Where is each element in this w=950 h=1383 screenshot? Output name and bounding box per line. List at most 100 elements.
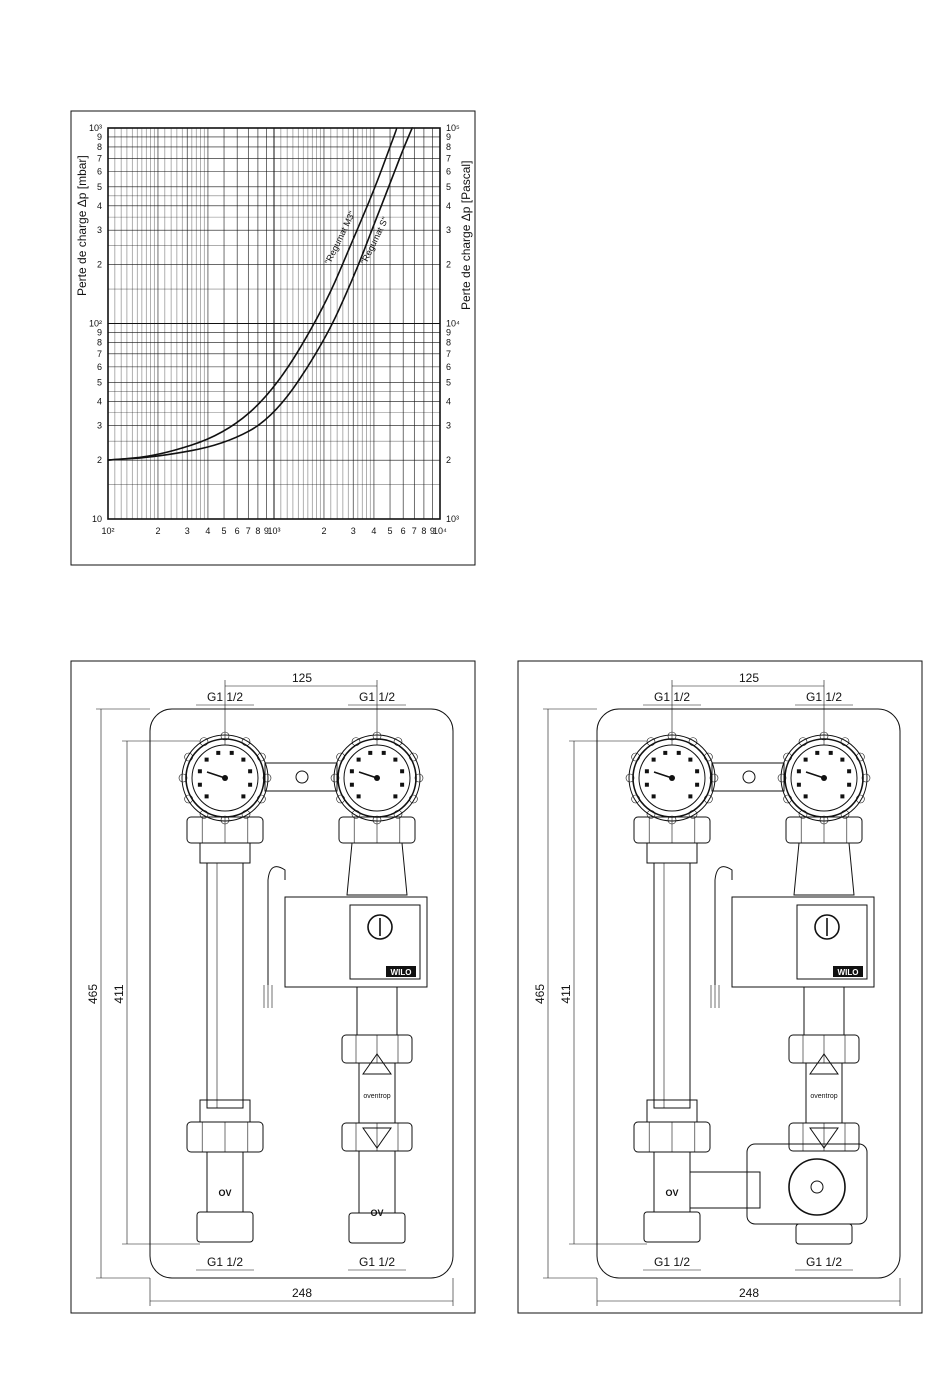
x-tick-label: 7 [246, 526, 251, 536]
valve-body [206, 1151, 244, 1213]
y2-tick-label: 8 [446, 142, 451, 152]
gauge-tick [381, 750, 386, 755]
conn-bottom-left: G1 1/2 [654, 1255, 690, 1269]
gauge-knurl [257, 752, 266, 762]
speed-selector-icon [814, 914, 840, 940]
gauge-knurl [199, 810, 209, 819]
pump-outlet [803, 986, 845, 1036]
dim-top: 125 [292, 671, 312, 685]
insulation-shell [596, 708, 901, 1279]
gauge-tick [241, 757, 246, 762]
gauge-tick [803, 757, 808, 762]
pump-neck [793, 842, 855, 896]
gauge-tick [651, 757, 656, 762]
y2-tick-label: 4 [446, 201, 451, 211]
gauge-knurl [351, 737, 361, 746]
y-axis-label: Perte de charge Δp [mbar] [75, 155, 89, 296]
gauge-knurl [861, 773, 871, 783]
chart-curves [107, 127, 413, 461]
gauge-knurl [330, 773, 340, 783]
gauge-knurl [220, 731, 230, 741]
gauge-knurl [798, 810, 808, 819]
x-tick-label: 10⁴ [433, 526, 447, 536]
gauge-tick [644, 782, 649, 787]
gauge-knurl [667, 731, 677, 741]
x-tick-label: 8 [255, 526, 260, 536]
pump-cable [714, 866, 733, 985]
gauge-hub [821, 775, 827, 781]
x-tick-label: 10² [101, 526, 114, 536]
x-tick-label: 5 [222, 526, 227, 536]
y2-tick-label: 10³ [446, 514, 459, 524]
x-tick-label: 2 [155, 526, 160, 536]
y2-tick-label: 2 [446, 455, 451, 465]
gauge-tick [803, 794, 808, 799]
pump-motor [731, 896, 875, 988]
gauge-knurl [856, 794, 865, 804]
gauge-knurl [704, 794, 713, 804]
x-tick-label: 6 [401, 526, 406, 536]
gauge-tick [644, 769, 649, 774]
y-tick-label: 10 [92, 514, 102, 524]
x-tick-label: 3 [185, 526, 190, 536]
gauge-tick [197, 782, 202, 787]
conn-top-right: G1 1/2 [359, 690, 395, 704]
gauge-tick [204, 757, 209, 762]
x-tick-label: 7 [412, 526, 417, 536]
gauge-knurl [178, 773, 188, 783]
gauge-needle [358, 771, 378, 779]
y-tick-label: 7 [97, 349, 102, 359]
pipe-adapter [199, 842, 251, 864]
gauge-tick [393, 794, 398, 799]
gauge-tick [393, 757, 398, 762]
gauge-knurl [688, 737, 698, 746]
gauge-knurl [199, 737, 209, 746]
conn-bottom-right: G1 1/2 [359, 1255, 395, 1269]
y2-tick-label: 7 [446, 153, 451, 163]
y-tick-label: 9 [97, 132, 102, 142]
bottom-fitting [196, 1211, 254, 1243]
gauge-tick [796, 782, 801, 787]
series-label-m3: "Regumat M3" [323, 209, 357, 265]
valve-handle [809, 1053, 839, 1075]
y-tick-label: 2 [97, 455, 102, 465]
y2-tick-label: 2 [446, 260, 451, 270]
gauge-tick [847, 769, 852, 774]
y-tick-label: 3 [97, 225, 102, 235]
gauge-tick [349, 769, 354, 774]
y2-tick-label: 10⁵ [446, 123, 460, 133]
y-tick-label: 6 [97, 362, 102, 372]
gauge-face [191, 744, 259, 812]
gauge-knurl [409, 794, 418, 804]
gauge-tick [840, 794, 845, 799]
gauge-knurl [414, 773, 424, 783]
valve-brand: oventrop [363, 1093, 390, 1100]
gauge-tick [356, 757, 361, 762]
gauge-tick [400, 769, 405, 774]
gauge-knurl [704, 752, 713, 762]
gauge-needle [206, 771, 226, 779]
valve-brand: oventrop [810, 1093, 837, 1100]
valve-body [653, 1151, 691, 1213]
x-tick-label: 4 [205, 526, 210, 536]
gauge-needle [805, 771, 825, 779]
gauge-hub [222, 775, 228, 781]
bottom-fitting [795, 1223, 853, 1245]
pump-brand: WILO [391, 968, 412, 977]
gauge-knurl [393, 737, 403, 746]
gauge-knurl [351, 810, 361, 819]
drawing-frame [517, 660, 923, 1314]
mixer-dial-hub [810, 1180, 824, 1194]
gauge-knurl [241, 737, 251, 746]
gauge-knurl [856, 752, 865, 762]
gauge-tick [349, 782, 354, 787]
gauge-knurl [241, 810, 251, 819]
gauge-knurl [783, 752, 792, 762]
gauge-knurl [631, 794, 640, 804]
pump-outlet [356, 986, 398, 1036]
y2-tick-label: 9 [446, 132, 451, 142]
mark-left: OV [665, 1188, 678, 1198]
